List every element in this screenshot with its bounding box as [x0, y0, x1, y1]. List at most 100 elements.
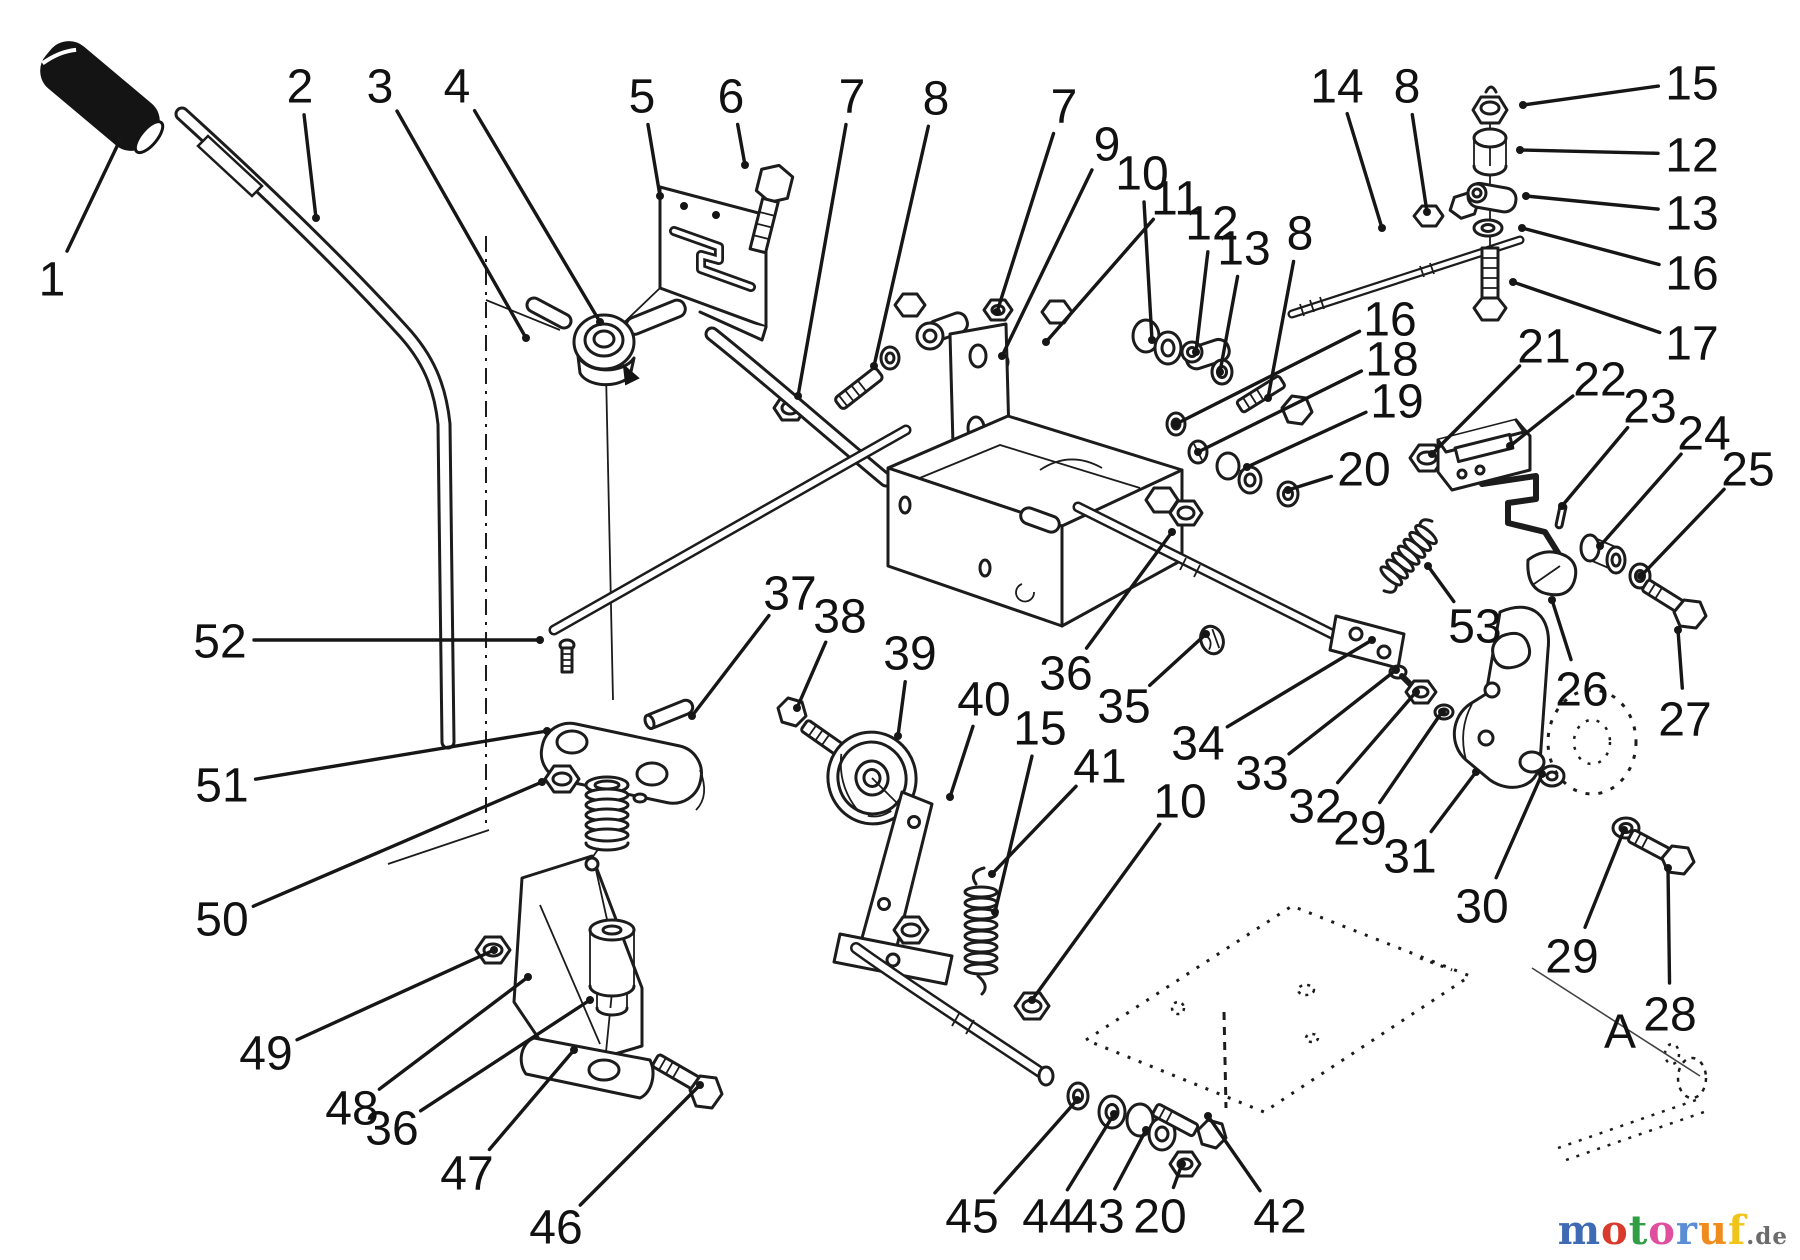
leader-dot: [1192, 348, 1200, 356]
leader-line: [735, 122, 747, 167]
leader-line: [1583, 828, 1626, 930]
leader-line: [872, 124, 931, 368]
pedal-rod: [850, 942, 1055, 1087]
callout-label: 37: [763, 567, 816, 620]
leader-dot: [656, 192, 664, 200]
leader-line: [1142, 200, 1154, 342]
section-label-a: A: [1604, 1005, 1636, 1058]
leader-line: [990, 784, 1078, 876]
leader-line: [1429, 770, 1478, 834]
leader-dot: [596, 318, 604, 326]
logo-letter: o: [1648, 1207, 1676, 1254]
callout-label: 44: [1022, 1190, 1075, 1243]
callout-label: 2: [287, 60, 314, 113]
leader-dot: [1368, 636, 1376, 644]
leader-line: [1065, 1112, 1116, 1192]
leader-line: [1521, 84, 1661, 107]
leader-line: [1171, 1162, 1184, 1190]
cross-shaft: [1072, 501, 1417, 691]
leader-line: [302, 113, 318, 220]
callout-label: 8: [1394, 60, 1421, 113]
callout-label: 49: [239, 1027, 292, 1080]
callout-label: 7: [1051, 80, 1078, 133]
callout-label: 11: [1151, 172, 1201, 225]
leader-line: [795, 640, 828, 710]
callout-label: 22: [1573, 353, 1626, 406]
callout-label: 35: [1097, 680, 1150, 733]
leader-dot: [543, 727, 551, 735]
leader-line: [251, 780, 544, 908]
callout-label: 12: [1665, 129, 1718, 182]
leader-dot: [1148, 336, 1156, 344]
callout-label: 15: [1013, 702, 1066, 755]
callout-label: 17: [1665, 317, 1718, 370]
callout-label: 10: [1153, 775, 1206, 828]
leader-dot: [522, 334, 530, 342]
leader-dot: [1028, 996, 1036, 1004]
leader-dot: [1664, 864, 1672, 872]
leader-line: [1113, 1128, 1148, 1191]
leader-dot: [1506, 442, 1514, 450]
hex-nut-10b: [1013, 991, 1051, 1021]
callout-label: 13: [1217, 222, 1270, 275]
callout-label: 20: [1133, 1190, 1186, 1243]
callout-label: 12: [1185, 197, 1238, 250]
logo-letter: f: [1728, 1207, 1747, 1254]
leader-dot: [1558, 502, 1566, 510]
leader-line: [1044, 217, 1156, 344]
leader-dot: [1243, 463, 1251, 471]
hex-nut-15b: [892, 915, 930, 945]
leader-line: [65, 138, 122, 253]
leader-dot: [1142, 1126, 1150, 1134]
leader-line: [578, 1083, 702, 1207]
leader-dot: [116, 136, 124, 144]
clevis-pin: [643, 698, 695, 731]
leader-dot: [1472, 768, 1480, 776]
leader-dot: [1168, 528, 1176, 536]
callout-label: 31: [1383, 830, 1436, 883]
leader-line: [1410, 112, 1429, 214]
callout-label: 27: [1658, 693, 1711, 746]
callout-label: 46: [529, 1201, 582, 1254]
leader-dot: [1438, 708, 1446, 716]
callout-label: 36: [1039, 647, 1092, 700]
logo-letter: u: [1697, 1207, 1729, 1254]
leader-dot: [1509, 278, 1517, 286]
callout-label: 29: [1545, 930, 1598, 983]
bushing-36: [588, 918, 636, 1017]
leader-line: [1666, 866, 1672, 985]
leader-line: [1524, 194, 1660, 211]
extension-spring-41: [963, 866, 999, 996]
callout-label: 48: [325, 1082, 378, 1135]
sector-bracket: [1452, 605, 1550, 789]
leader-line: [646, 122, 662, 198]
sector-fasteners: [1404, 679, 1455, 721]
leader-dot: [1674, 626, 1682, 634]
pivot-bracket: [512, 847, 655, 1100]
leader-line: [295, 948, 496, 1042]
leader-line: [1520, 226, 1661, 267]
leader-line: [418, 998, 592, 1113]
leader-line: [1550, 598, 1573, 662]
bushing-30: [1518, 750, 1566, 788]
callout-label: 45: [945, 1190, 998, 1243]
callout-label: 33: [1235, 747, 1288, 800]
leader-line: [993, 1098, 1079, 1195]
leader-dot: [536, 636, 544, 644]
callout-label: 1: [39, 253, 66, 306]
callout-label: 32: [1288, 780, 1341, 833]
leader-line: [1639, 487, 1726, 578]
handle-grip: [40, 41, 165, 155]
leader-dot: [1178, 1160, 1186, 1168]
leader-dot: [1042, 338, 1050, 346]
leader-dot: [993, 308, 1001, 316]
callout-label: 25: [1721, 443, 1774, 496]
leader-dot: [312, 214, 320, 222]
callout-label: 53: [1448, 600, 1501, 653]
leader-line: [1430, 364, 1522, 456]
leader-line: [993, 754, 1034, 914]
callout-label: 39: [883, 627, 936, 680]
leader-line: [1218, 274, 1240, 374]
